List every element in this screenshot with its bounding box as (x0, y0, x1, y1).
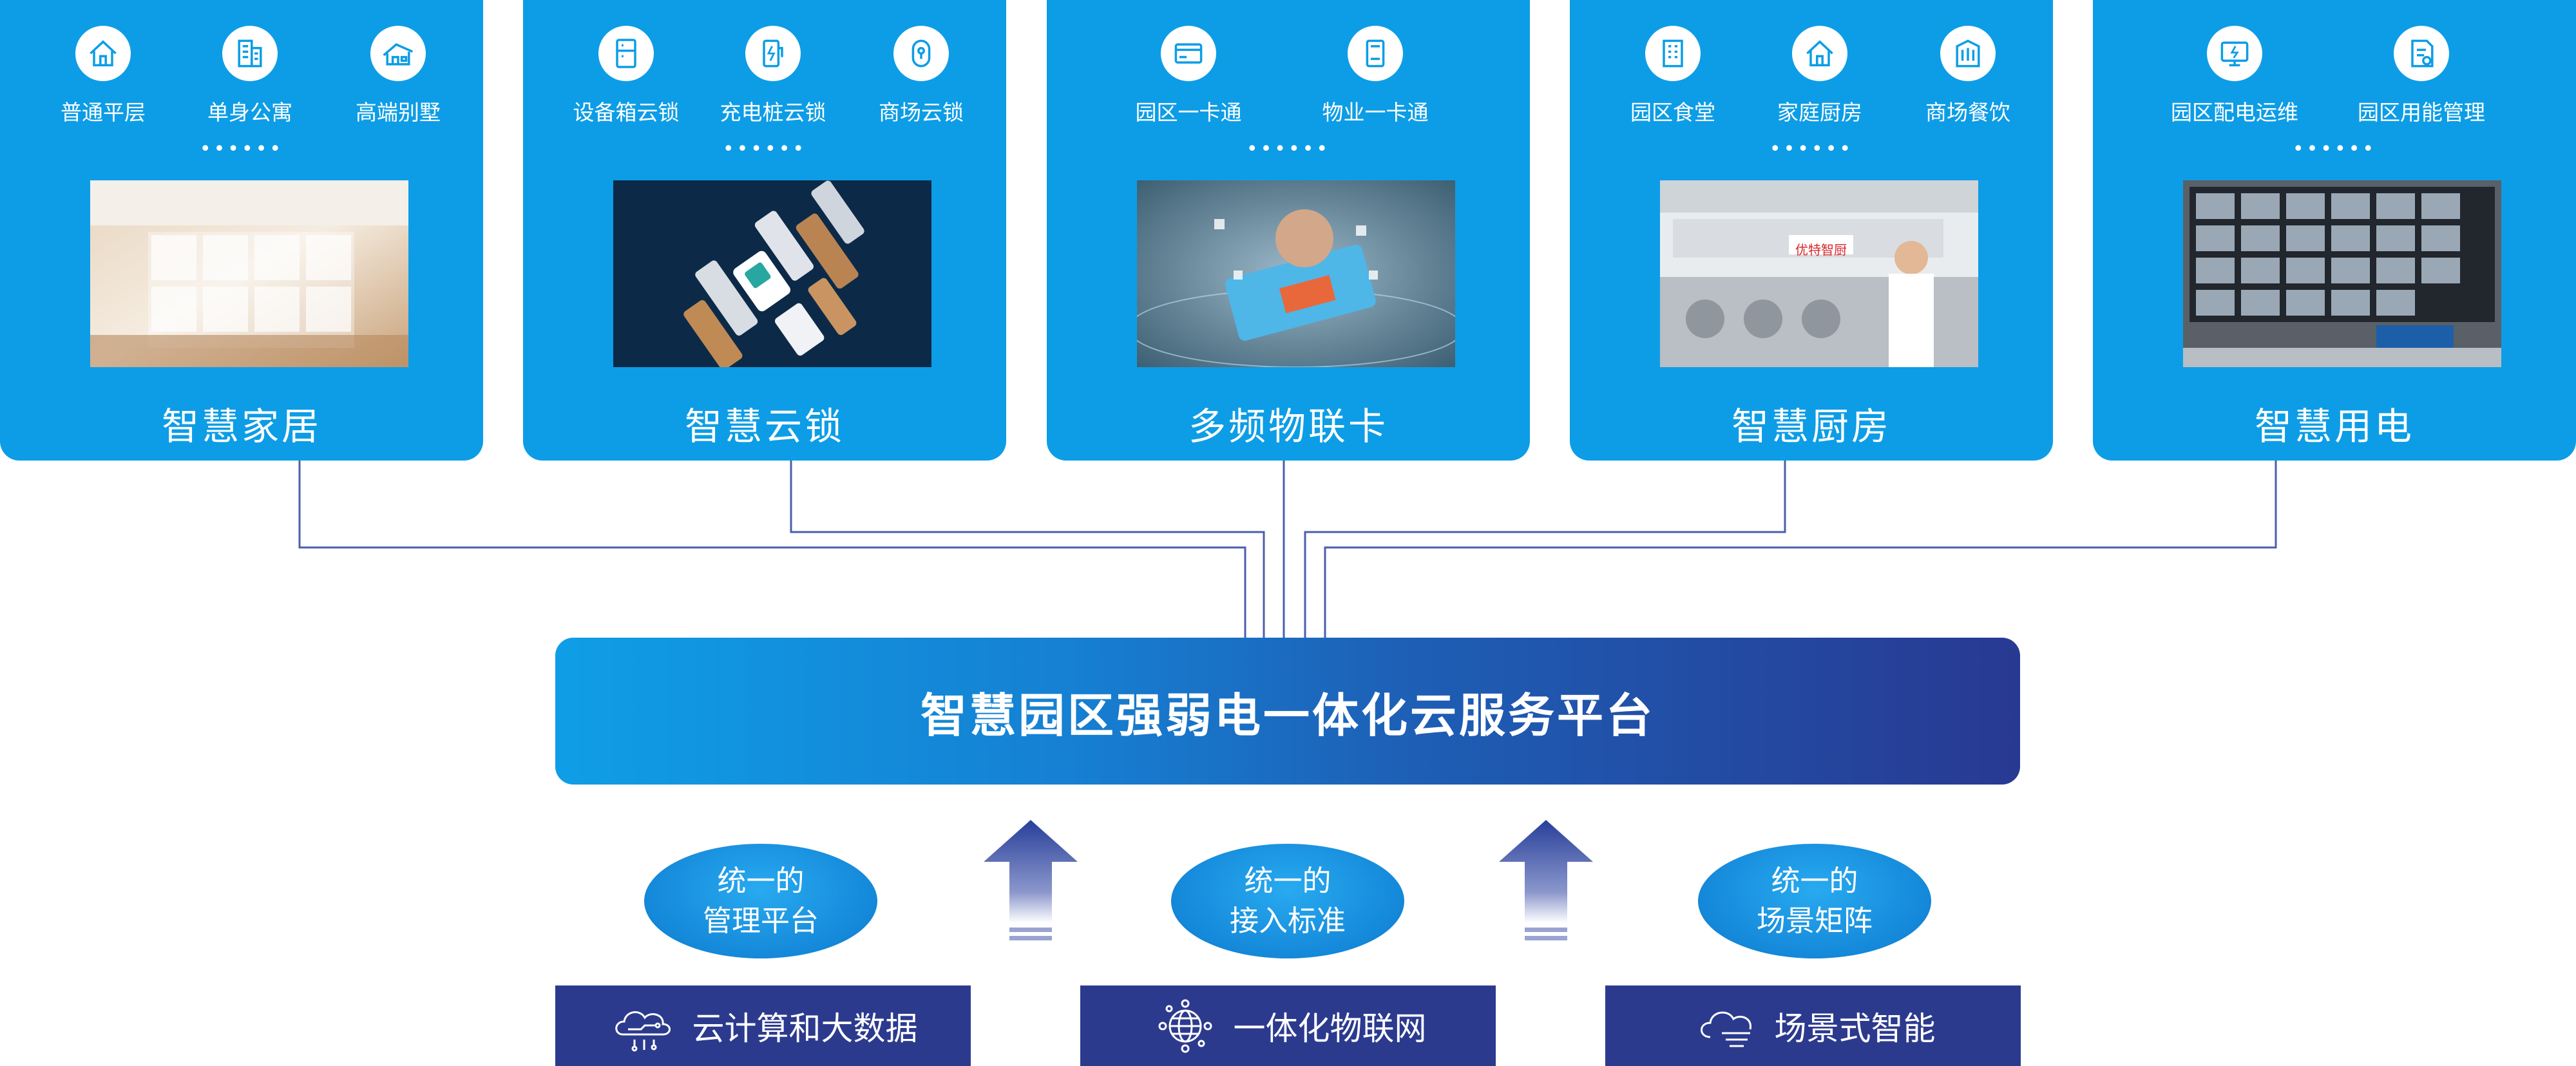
service-label: 园区一卡通 (1135, 100, 1242, 125)
globe-network-icon (1158, 999, 1212, 1052)
home-kitchen-icon (1792, 26, 1847, 81)
service-flat[interactable]: 普通平层 (19, 26, 187, 126)
pillar-unified-scenes: 统一的 场景矩阵 (1698, 844, 1931, 958)
pillar-line1: 统一的 (1244, 864, 1331, 898)
card-icon (1161, 26, 1216, 81)
mall-dining-icon (1940, 26, 1996, 81)
power-monitor-icon (2207, 26, 2262, 81)
smart-home-card[interactable]: 普通平层 单身公寓 高端别墅 •••••• 智慧家居 (0, 0, 483, 461)
energy-doc-icon (2394, 26, 2449, 81)
smart-power-card[interactable]: 园区配电运维 园区用能管理 •••••• 智慧用电 (2093, 0, 2576, 461)
service-label: 商场云锁 (879, 100, 964, 125)
canteen-building-icon (1645, 26, 1701, 81)
building-icon (222, 26, 278, 81)
pillar-line1: 统一的 (717, 864, 805, 898)
card-title: 智慧厨房 (1731, 405, 1891, 448)
service-power-ops[interactable]: 园区配电运维 (2151, 26, 2318, 126)
base-label: 场景式智能 (1774, 1009, 1936, 1047)
padlock-icon (893, 26, 949, 81)
up-arrow-icon (1499, 820, 1593, 940)
card-title: 智慧用电 (2254, 405, 2414, 448)
iot-card-card[interactable]: 园区一卡通 物业一卡通 •••••• 多频物联卡 (1047, 0, 1530, 461)
cabinet-icon (598, 26, 654, 81)
service-label: 商场餐饮 (1925, 100, 2010, 125)
service-label: 普通平层 (61, 100, 146, 125)
base-label: 一体化物联网 (1233, 1009, 1427, 1047)
service-park-card[interactable]: 园区一卡通 (1105, 26, 1272, 126)
service-villa[interactable]: 高端别墅 (314, 26, 482, 126)
service-equipment-box-lock[interactable]: 设备箱云锁 (542, 26, 710, 126)
kitchen-brand-sign: 优特智厨 (1795, 242, 1847, 258)
service-mall-dining[interactable]: 商场餐饮 (1884, 26, 2052, 126)
base-iot[interactable]: 一体化物联网 (1080, 985, 1496, 1066)
iot-card-photo (1137, 180, 1455, 367)
card-title: 多频物联卡 (1188, 405, 1388, 448)
more-dots: •••••• (199, 138, 284, 160)
smart-lock-photo (613, 180, 931, 367)
service-apartment[interactable]: 单身公寓 (166, 26, 334, 126)
cloud-wind-icon (1700, 1011, 1751, 1047)
service-label: 园区食堂 (1630, 100, 1715, 125)
id-card-icon (1348, 26, 1403, 81)
service-label: 充电桩云锁 (720, 100, 826, 125)
smart-power-photo (2183, 180, 2501, 367)
pillar-line2: 接入标准 (1229, 904, 1346, 938)
service-energy-management[interactable]: 园区用能管理 (2338, 26, 2505, 126)
smart-kitchen-photo: 优特智厨 (1660, 180, 1978, 367)
service-label: 设备箱云锁 (573, 100, 680, 125)
cloud-circuit-icon (615, 1011, 671, 1051)
pillar-unified-management: 统一的 管理平台 (644, 844, 877, 958)
base-label: 云计算和大数据 (692, 1009, 918, 1047)
more-dots: •••••• (1246, 138, 1331, 160)
connector-lines (298, 461, 2277, 638)
charger-icon (745, 26, 801, 81)
service-home-kitchen[interactable]: 家庭厨房 (1736, 26, 1903, 126)
cloud-service-platform[interactable]: 智慧园区强弱电一体化云服务平台 (555, 638, 2020, 785)
more-dots: •••••• (1769, 138, 1854, 160)
more-dots: •••••• (2292, 138, 2377, 160)
up-arrow-icon (984, 820, 1078, 940)
service-charger-lock[interactable]: 充电桩云锁 (689, 26, 857, 126)
card-title: 智慧云锁 (684, 405, 844, 448)
pillar-unified-access: 统一的 接入标准 (1171, 844, 1404, 958)
pillar-line2: 管理平台 (702, 904, 819, 938)
smart-home-photo (90, 180, 408, 367)
card-title: 智慧家居 (161, 405, 321, 448)
more-dots: •••••• (722, 138, 807, 160)
pillar-line1: 统一的 (1771, 864, 1858, 898)
service-label: 高端别墅 (356, 100, 441, 125)
pillar-line2: 场景矩阵 (1756, 904, 1873, 938)
service-mall-lock[interactable]: 商场云锁 (837, 26, 1005, 126)
service-park-canteen[interactable]: 园区食堂 (1589, 26, 1757, 126)
service-label: 园区用能管理 (2358, 100, 2485, 125)
service-label: 园区配电运维 (2171, 100, 2298, 125)
base-cloud-bigdata[interactable]: 云计算和大数据 (555, 985, 971, 1066)
smart-lock-card[interactable]: 设备箱云锁 充电桩云锁 商场云锁 •••••• (523, 0, 1006, 461)
service-label: 家庭厨房 (1777, 100, 1862, 125)
service-label: 物业一卡通 (1322, 100, 1429, 125)
villa-icon (370, 26, 426, 81)
house-icon (75, 26, 131, 81)
platform-title: 智慧园区强弱电一体化云服务平台 (920, 688, 1655, 743)
smart-kitchen-card[interactable]: 园区食堂 家庭厨房 商场餐饮 •••••• 优特智厨 智慧厨房 (1570, 0, 2053, 461)
service-property-card[interactable]: 物业一卡通 (1292, 26, 1459, 126)
service-label: 单身公寓 (207, 100, 292, 125)
base-scene-intelligence[interactable]: 场景式智能 (1605, 985, 2021, 1066)
